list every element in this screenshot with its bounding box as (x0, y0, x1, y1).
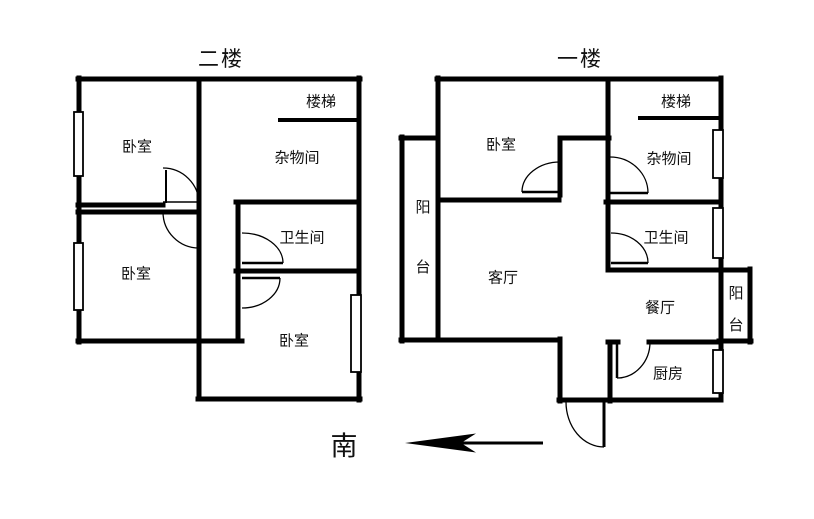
second-floor-doors (162, 167, 284, 309)
room-label-stairs-1f: 楼梯 (660, 93, 692, 111)
room-label-bedroom-s-2f: 卧室 (278, 332, 310, 350)
window (712, 349, 724, 394)
second-floor-title: 二楼 (198, 48, 244, 71)
room-label-storage-1f: 杂物间 (646, 150, 692, 168)
south-arrow (405, 433, 543, 453)
window (350, 294, 362, 373)
second-floor-windows (73, 111, 362, 373)
room-label-kitchen-1f: 厨房 (652, 365, 684, 383)
room-label-bedroom-w-2f: 卧室 (120, 265, 152, 283)
room-label-storage-2f: 杂物间 (274, 149, 320, 167)
compass-south-label: 南 (330, 431, 358, 462)
room-label-dining-1f: 餐厅 (644, 299, 676, 317)
room-label-stairs-2f: 楼梯 (305, 93, 337, 111)
window (712, 129, 724, 179)
first-floor-windows (712, 129, 724, 394)
window (73, 242, 84, 311)
first-floor-title: 一楼 (557, 48, 603, 71)
room-label-bathroom-2f: 卫生间 (279, 229, 325, 247)
window (73, 111, 84, 177)
room-label-balcony-west-1f: 阳台 (413, 199, 431, 319)
room-label-bedroom-1f: 卧室 (485, 136, 517, 154)
room-label-bedroom-nw-2f: 卧室 (121, 138, 153, 156)
first-floor-walls (398, 75, 754, 404)
first-floor-doors (521, 156, 651, 448)
window (712, 207, 724, 259)
room-label-living-1f: 客厅 (487, 269, 519, 287)
room-label-balcony-east-1f: 阳台 (726, 285, 744, 349)
room-label-bathroom-1f: 卫生间 (643, 229, 689, 247)
